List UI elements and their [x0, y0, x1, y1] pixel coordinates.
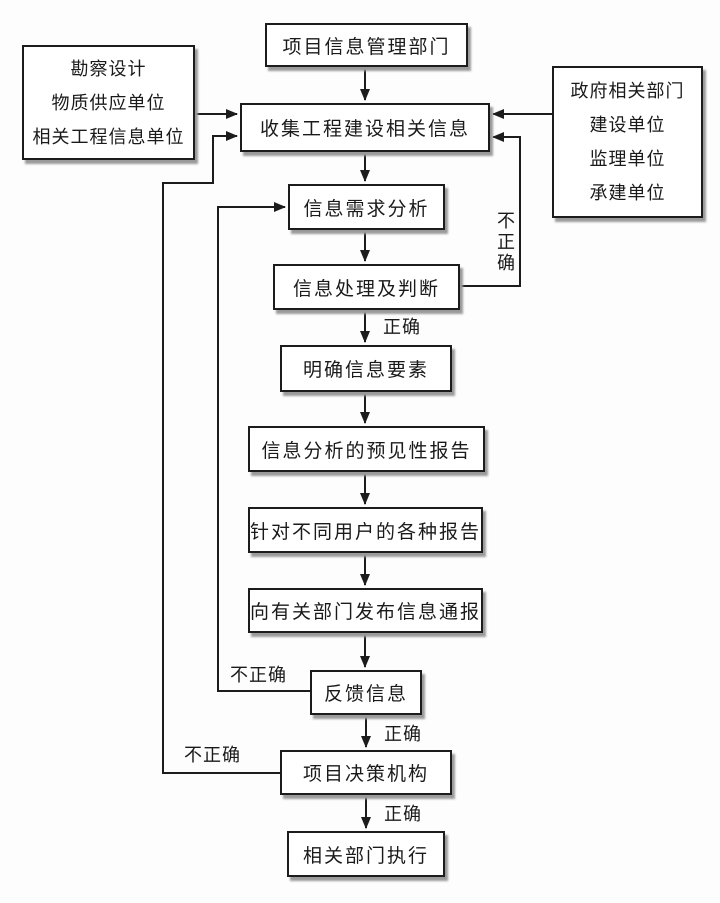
node-demand-analysis: 信息需求分析	[288, 184, 445, 230]
node-info-sources-right: 政府相关部门 建设单位 监理单位 承建单位	[552, 66, 703, 218]
source-left-line-1: 勘察设计	[70, 58, 147, 79]
label-incorrect-decision-loop: 不正确	[184, 745, 241, 765]
label-correct-after-feedback: 正确	[384, 724, 422, 744]
label-incorrect-feedback-loop: 不正确	[230, 665, 287, 685]
node-processing-judgment: 信息处理及判断	[273, 264, 460, 310]
source-right-line-2: 建设单位	[589, 115, 666, 135]
node-decision-body: 项目决策机构	[280, 750, 452, 795]
label-correct-after-decision: 正确	[384, 804, 422, 824]
source-left-line-3: 相关工程信息单位	[32, 126, 185, 147]
source-left-line-2: 物质供应单位	[51, 92, 166, 113]
source-right-line-1: 政府相关部门	[570, 81, 685, 101]
label-incorrect-judgment-loop: 不正确	[495, 211, 515, 274]
node-feedback-info: 反馈信息	[310, 670, 422, 715]
node-info-sources-left: 勘察设计 物质供应单位 相关工程信息单位	[22, 45, 195, 160]
source-right-line-3: 监理单位	[589, 149, 666, 169]
node-publish-bulletin: 向有关部门发布信息通报	[248, 588, 483, 633]
node-user-reports: 针对不同用户的各种报告	[248, 507, 483, 553]
label-correct-after-judgment: 正确	[383, 317, 421, 337]
source-right-line-4: 承建单位	[589, 183, 666, 203]
node-clarify-elements: 明确信息要素	[280, 345, 452, 392]
node-collect-info: 收集工程建设相关信息	[240, 103, 490, 152]
node-project-info-dept: 项目信息管理部门	[265, 23, 468, 67]
node-execution: 相关部门执行	[287, 831, 445, 877]
node-predictive-report: 信息分析的预见性报告	[248, 426, 485, 472]
